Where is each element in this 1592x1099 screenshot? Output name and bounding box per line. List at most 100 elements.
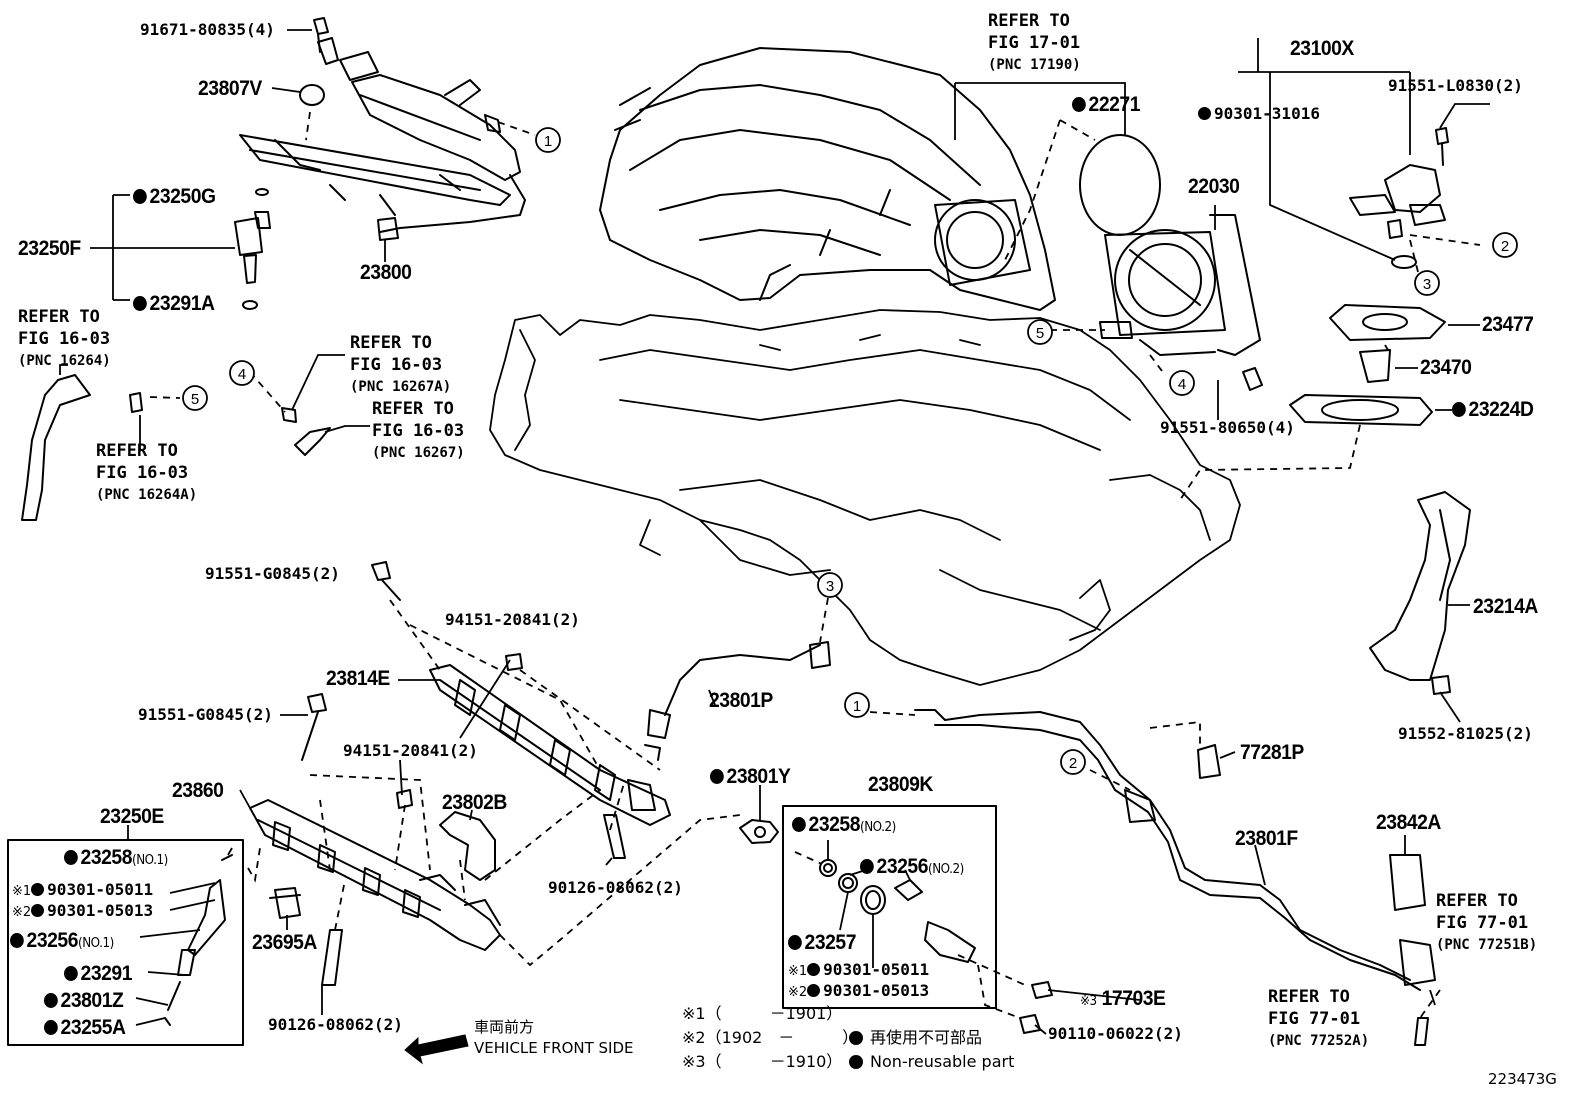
- intake-manifold: [599, 47, 1056, 311]
- collar-23807V: [299, 84, 325, 106]
- svg-text:3: 3: [826, 578, 834, 595]
- svg-text:1: 1: [853, 698, 861, 715]
- injector-23250E: [187, 879, 226, 956]
- legend-note-3: ※3（ －1910）: [682, 1052, 843, 1071]
- box-left-23255A: 23255A: [44, 1017, 126, 1038]
- gasket-22271: [1079, 134, 1161, 236]
- box-left-23256: 23256(NO.1): [10, 930, 115, 951]
- pipe-23801F: [914, 709, 1411, 981]
- legend-nonreusable-jp: 再使用不可部品: [870, 1028, 983, 1047]
- ref-circle-2a: 2: [1492, 232, 1518, 258]
- label-90301-31016: 90301-31016: [1198, 106, 1320, 122]
- label-23800: 23800: [360, 261, 412, 284]
- nut-94151-b: [396, 789, 413, 809]
- label-23250F: 23250F: [18, 237, 81, 260]
- legend-dot-icon: [849, 1055, 863, 1069]
- svg-text:2: 2: [1069, 755, 1077, 772]
- ref-circle-4a: 4: [1169, 370, 1195, 396]
- label-23860: 23860: [172, 779, 224, 802]
- lifter-23470: [1359, 349, 1391, 383]
- fuel-rail-23814E: [429, 664, 671, 826]
- label-23809K: 23809K: [868, 773, 933, 796]
- label-91671-80835: 91671-80835(4): [140, 20, 275, 39]
- label-23477: 23477: [1482, 313, 1534, 336]
- hose-16264: [21, 374, 91, 521]
- svg-text:3: 3: [1423, 276, 1431, 293]
- kit-box-23809K: [782, 805, 997, 1009]
- label-23801P: 23801P: [709, 689, 773, 712]
- plate-23477: [1329, 304, 1446, 341]
- ref-circle-1a: 1: [535, 127, 561, 153]
- screw-17703E: [1031, 981, 1053, 999]
- label-23802B: 23802B: [442, 791, 507, 814]
- label-23814E: 23814E: [326, 667, 390, 690]
- label-77281P: 77281P: [1240, 741, 1304, 764]
- label-91551-G0845-b: 91551-G0845(2): [138, 705, 273, 724]
- throttle-body-22030: [1099, 214, 1263, 391]
- ref-circle-3a: 3: [1414, 270, 1440, 296]
- box-left-23801Z: 23801Z: [44, 990, 124, 1011]
- label-23224D: 23224D: [1452, 399, 1534, 420]
- label-23250G: 23250G: [133, 186, 216, 207]
- ref-circle-5a: 5: [1027, 319, 1053, 345]
- front-side-jp: 車両前方: [474, 1018, 535, 1036]
- svg-text:4: 4: [1178, 376, 1186, 393]
- box-right-23256: 23256(NO.2): [860, 856, 965, 877]
- ref-circle-3b: 3: [817, 572, 843, 598]
- box-right-23257: 23257: [788, 932, 857, 953]
- sensor-17703E: [924, 921, 976, 963]
- label-90126-08062-b: 90126-08062(2): [268, 1015, 403, 1034]
- bracket-23214A: [1369, 491, 1471, 681]
- grommet-23801Y: [739, 819, 779, 844]
- label-23807V: 23807V: [198, 77, 262, 100]
- legend-note-1: ※1（ －1901）: [682, 1004, 843, 1023]
- svg-text:2: 2: [1501, 238, 1509, 255]
- label-23470: 23470: [1420, 356, 1472, 379]
- hose-23802B: [439, 811, 496, 881]
- label-23801Y: 23801Y: [710, 766, 791, 787]
- legend-dot-icon: [849, 1031, 863, 1045]
- svg-text:5: 5: [1036, 325, 1044, 342]
- label-91551-G0845-a: 91551-G0845(2): [205, 564, 340, 583]
- reference-circles: 1 2 3 5 4 4 5 3 1 2: [182, 127, 1518, 775]
- bolt-91671: [313, 17, 329, 53]
- clip-23695A: [269, 887, 301, 919]
- svg-text:5: 5: [191, 391, 199, 408]
- label-23801F: 23801F: [1235, 827, 1298, 850]
- sensor-23842A: [1389, 854, 1426, 911]
- ref-circle-5b: 5: [182, 385, 208, 411]
- box-left-23291: 23291: [64, 963, 133, 984]
- figure-id: 223473G: [1488, 1070, 1557, 1088]
- label-23695A: 23695A: [252, 931, 317, 954]
- bolt-91551-G0845-b: [301, 693, 327, 761]
- clip-77281P: [1197, 744, 1221, 779]
- label-22271: 22271: [1072, 94, 1141, 115]
- label-17703E: ※3 17703E: [1080, 987, 1166, 1010]
- label-94151-20841-b: 94151-20841(2): [343, 741, 478, 760]
- label-23291A: 23291A: [133, 293, 215, 314]
- gasket-23224D: [1289, 394, 1433, 426]
- svg-text:4: 4: [238, 366, 246, 383]
- label-90110-06022: 90110-06022(2): [1048, 1024, 1183, 1043]
- kit-box-23250E: [7, 839, 244, 1046]
- label-22030: 22030: [1188, 175, 1240, 198]
- label-90126-08062-a: 90126-08062(2): [548, 878, 683, 897]
- stud-90126-a: [603, 814, 626, 859]
- box-left-23258: 23258(NO.1): [64, 847, 169, 868]
- legend-nonreusable-en: Non-reusable part: [870, 1052, 1015, 1071]
- front-side-en: VEHICLE FRONT SIDE: [474, 1039, 634, 1057]
- stud-90126-b: [321, 929, 343, 986]
- engine-block: [489, 309, 1241, 686]
